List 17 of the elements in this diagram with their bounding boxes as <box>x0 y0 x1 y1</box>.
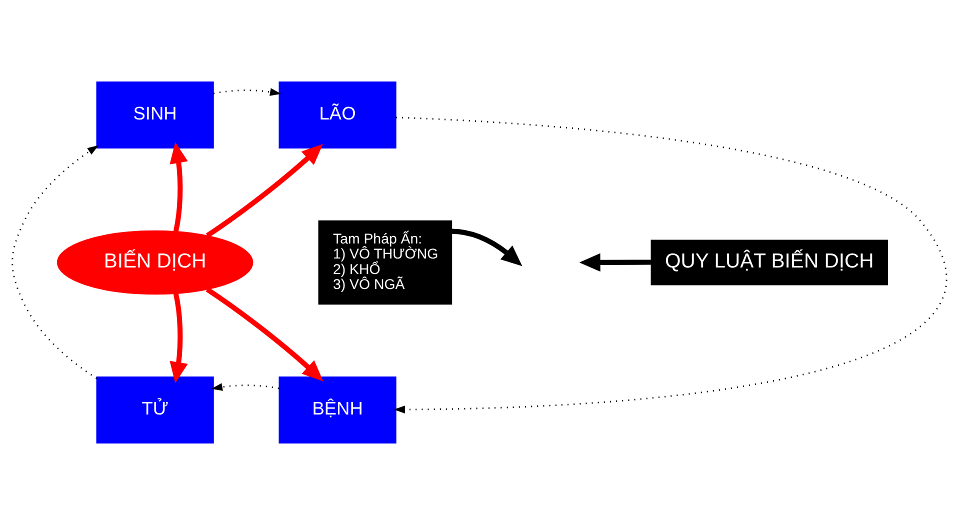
arrow <box>394 116 945 414</box>
node-box: BỆNH <box>278 376 396 444</box>
node-ellipse: BIẾN DỊCH <box>56 230 254 295</box>
arrow <box>579 253 651 272</box>
arrow <box>170 142 188 232</box>
arrow <box>170 293 188 384</box>
node-box: TỬ <box>96 376 214 444</box>
arrow <box>206 144 323 238</box>
node-box: Tam Pháp Ấn: 1) VÔ THƯỜNG 2) KHỔ 3) VÔ NGÃ <box>318 220 452 305</box>
node-box: QUY LUẬT BIẾN DỊCH <box>650 240 888 286</box>
arrow <box>12 145 99 380</box>
node-box: LÃO <box>278 82 396 148</box>
arrow <box>211 383 280 391</box>
node-box: SINH <box>96 82 214 148</box>
arrow <box>452 228 522 266</box>
arrow <box>206 287 324 382</box>
arrow <box>213 88 282 96</box>
